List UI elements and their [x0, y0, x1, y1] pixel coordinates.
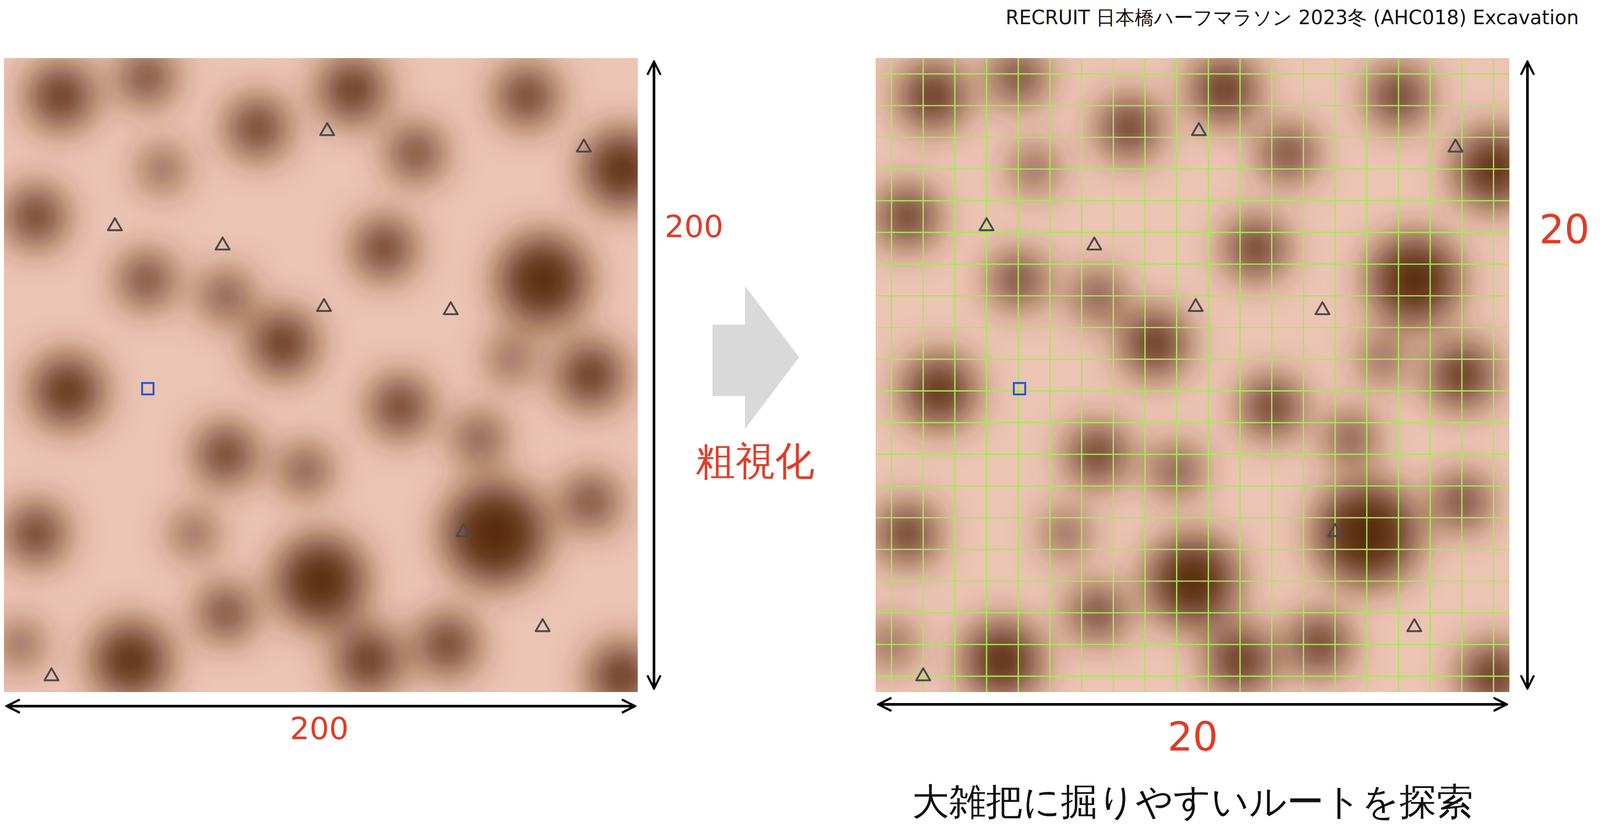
- dimension-label: 20: [1167, 713, 1219, 760]
- caption: 大雑把に掘りやすいルートを探索: [912, 780, 1474, 823]
- process-label: 粗視化: [695, 438, 815, 484]
- dimension-label: 20: [1539, 206, 1590, 253]
- dimension-label: 200: [664, 208, 724, 245]
- title: RECRUIT 日本橋ハーフマラソン 2023冬 (AHC018) Excava…: [1005, 6, 1579, 30]
- dimension-label: 200: [289, 710, 349, 747]
